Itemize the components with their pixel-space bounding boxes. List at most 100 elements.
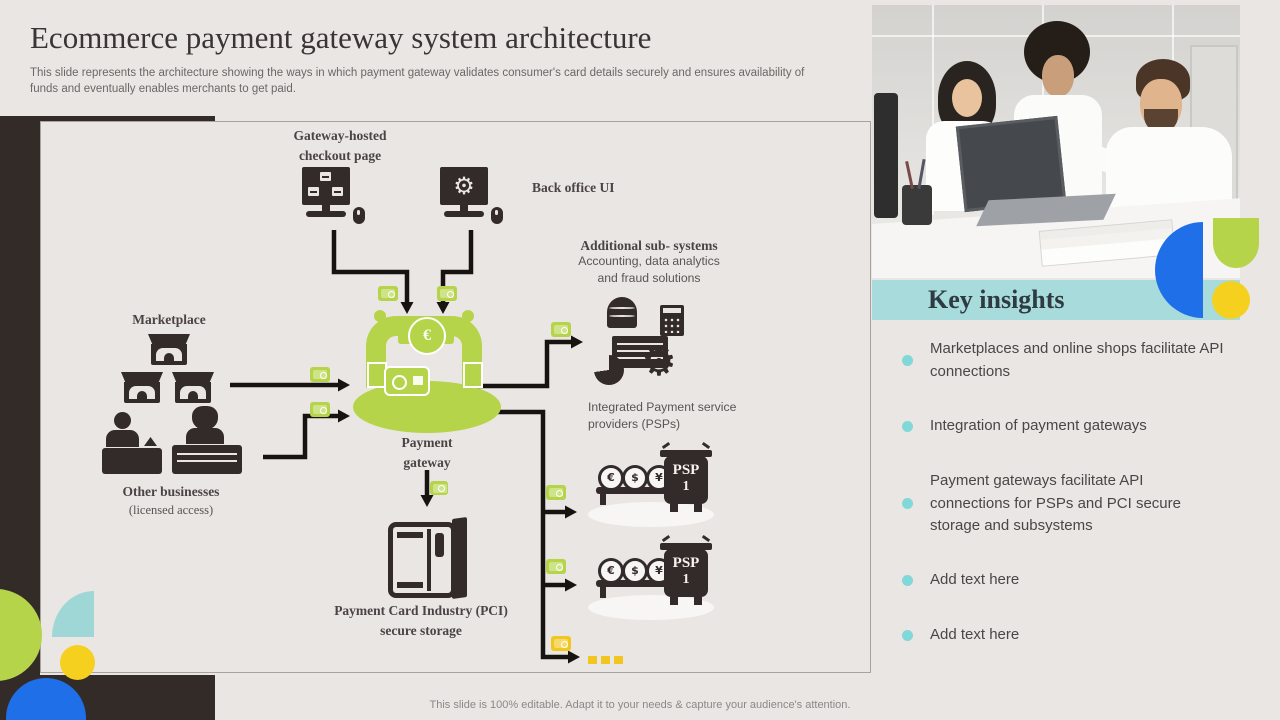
pci-label: Payment Card Industry (PCI) secure stora… <box>334 603 508 638</box>
coin-icon: € <box>598 465 624 491</box>
card-reader-icon <box>384 366 430 396</box>
insight-text: Payment gateways facilitate API connecti… <box>930 472 1181 534</box>
mouse-icon <box>353 207 365 224</box>
photo-person-center-face <box>1042 55 1074 97</box>
arrow-checkout-to-gateway <box>331 230 414 314</box>
store-front <box>151 344 187 365</box>
more-psps-dots <box>588 651 627 669</box>
card-terminal-icon <box>310 402 330 417</box>
machine-body: PSP 1 <box>664 549 708 605</box>
bullet-dot <box>902 420 913 432</box>
insight-item[interactable]: Add text here <box>902 569 1224 592</box>
monitor-screen: ⚙ <box>440 167 488 205</box>
card-terminal-icon <box>378 286 398 301</box>
machine-body: PSP 1 <box>664 456 708 512</box>
top-tab-bar <box>0 116 215 121</box>
monitor-neck <box>460 205 468 212</box>
psp-machine-label: PSP <box>672 555 700 571</box>
yellow-circle-decoration <box>1212 281 1250 319</box>
page-title: Ecommerce payment gateway system archite… <box>30 20 652 55</box>
mini-store-icon <box>332 187 343 196</box>
store-icon <box>148 334 190 365</box>
page-subtitle: This slide represents the architecture s… <box>30 67 805 95</box>
store-awning <box>121 372 163 382</box>
monitor-base <box>306 211 346 217</box>
payment-gateway-label: Payment gateway <box>401 435 453 470</box>
insight-item[interactable]: Add text here <box>902 624 1224 647</box>
bullet-dot <box>902 574 913 586</box>
mini-store-icon <box>308 187 319 196</box>
marketplace-label: Marketplace <box>132 312 206 327</box>
service-bell-icon <box>144 437 157 446</box>
diagram-frame <box>40 121 871 673</box>
green-leaf-decoration <box>1213 218 1259 268</box>
coin-icon: € <box>598 558 624 584</box>
card-terminal-icon <box>310 367 330 382</box>
store-icon <box>121 372 163 403</box>
insight-item: Payment gateways facilitate API connecti… <box>902 470 1224 538</box>
other-businesses-label: Other businesses <box>122 484 220 499</box>
euro-emblem-icon: € <box>408 317 446 355</box>
gear-icon: ⚙ <box>453 172 475 200</box>
card-terminal-icon-yellow <box>551 636 571 651</box>
desk <box>172 445 242 474</box>
yellow-circle-decoration <box>60 645 95 680</box>
card-terminal-icon <box>430 481 448 495</box>
photo-pen-cup <box>902 185 932 225</box>
psp-machine-number: 1 <box>682 572 690 587</box>
insight-item: Marketplaces and online shops facilitate… <box>902 338 1224 383</box>
card-terminal-icon <box>437 286 457 301</box>
photo-person-left-face <box>952 79 982 117</box>
psp-machine-icon: € $ ¥ PSP 1 <box>588 543 716 623</box>
dot <box>601 656 610 664</box>
monitor-neck <box>322 205 330 212</box>
dot <box>614 656 623 664</box>
conveyor-belt <box>596 580 686 598</box>
gateway-foot <box>463 362 483 388</box>
footer-note: This slide is 100% editable. Adapt it to… <box>429 699 851 711</box>
person-head <box>196 410 213 427</box>
office-photo <box>872 5 1240 278</box>
psp-machine-number: 1 <box>682 479 690 494</box>
insight-item: Integration of payment gateways <box>902 415 1224 438</box>
arrow-gateway-to-subsystems <box>470 335 583 389</box>
insight-placeholder[interactable]: Add text here <box>930 571 1020 588</box>
mini-store-icon <box>320 172 331 181</box>
photo-office-chair <box>874 93 898 218</box>
insight-placeholder[interactable]: Add text here <box>930 626 1020 643</box>
store-awning <box>172 372 214 382</box>
pie-chart-icon <box>594 355 624 385</box>
store-awning <box>148 334 190 344</box>
mouse-icon <box>491 207 503 224</box>
licensed-access-label: (licensed access) <box>128 503 214 517</box>
bullet-dot <box>902 629 913 641</box>
database-icon <box>607 297 637 328</box>
machine-lid <box>660 543 712 550</box>
card-terminal-icon <box>551 322 571 337</box>
machine-lid <box>660 450 712 457</box>
arrow-otherbiz-to-gateway <box>263 409 350 460</box>
calculator-icon <box>660 305 684 336</box>
conveyor-belt <box>596 487 686 505</box>
person-body <box>106 430 139 447</box>
card-terminal-icon <box>546 485 566 500</box>
person-body <box>186 428 224 444</box>
bullet-dot <box>902 498 913 510</box>
psp-machine-label: PSP <box>672 462 700 478</box>
arrow-gateway-to-psp-trunk <box>478 409 580 664</box>
receptionist-desk-icon <box>172 406 242 476</box>
person-head <box>114 412 131 429</box>
safe-icon <box>388 522 456 598</box>
shadow-ellipse <box>588 595 714 620</box>
photo-window-frame <box>932 5 934 215</box>
backoffice-monitor-icon: ⚙ <box>440 167 503 224</box>
card-terminal-icon <box>546 559 566 574</box>
gear-icon: ⚙ <box>641 339 677 385</box>
insight-text: Integration of payment gateways <box>930 417 1147 434</box>
shadow-ellipse <box>588 502 714 527</box>
dot <box>588 656 597 664</box>
monitor-screen <box>302 167 350 205</box>
desk <box>102 448 162 474</box>
store-icon <box>172 372 214 403</box>
